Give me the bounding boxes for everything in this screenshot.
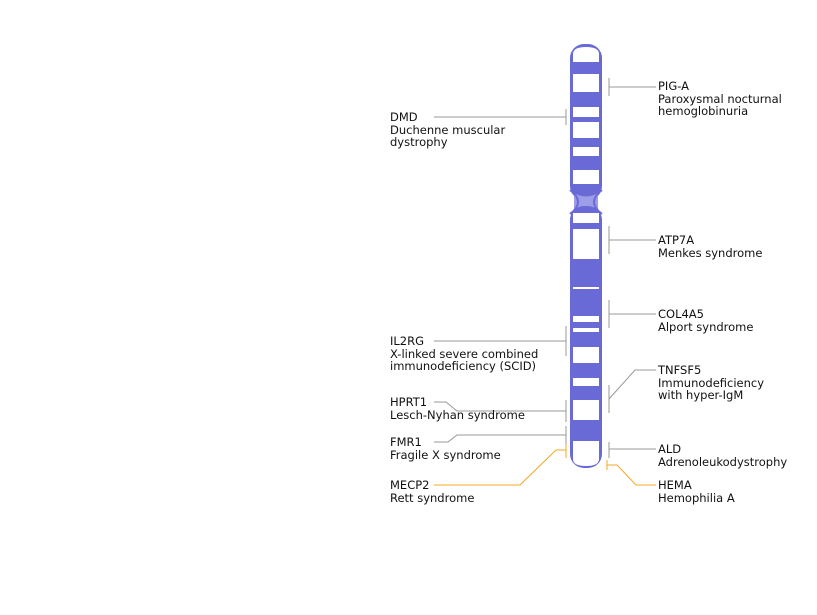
- disease-name: X-linked severe combined: [390, 346, 539, 361]
- gene-label-ald: ALD Adrenoleukodystrophy: [658, 443, 787, 468]
- leader-atp7a: [608, 226, 656, 254]
- p-arm-top-cap: [573, 47, 599, 54]
- gene-label-tnfsf5: TNFSF5 Immunodeficiency with hyper-IgM: [658, 364, 764, 402]
- q-band-white-6: [573, 347, 599, 363]
- gene-name: MECP2: [390, 478, 430, 492]
- disease-name-cont: with hyper-IgM: [658, 388, 744, 402]
- gene-name: ATP7A: [658, 233, 695, 247]
- leader-hprt1: [434, 400, 567, 422]
- gene-name: ALD: [658, 442, 682, 456]
- gene-name: HPRT1: [390, 395, 428, 409]
- gene-label-hprt1: HPRT1 Lesch-Nyhan syndrome: [390, 396, 525, 421]
- leader-tnfsf5: [608, 369, 656, 413]
- leader-fmr1: [434, 426, 567, 444]
- gene-name: HEMA: [658, 478, 692, 492]
- p-band-white-3: [573, 107, 599, 117]
- q-band-white-2: [573, 229, 599, 259]
- disease-name: Hemophilia A: [658, 490, 735, 505]
- gene-name: TNFSF5: [658, 363, 702, 377]
- leader-lines: [434, 78, 656, 458]
- q-band-white-5: [573, 328, 599, 332]
- q-band-white-4: [573, 316, 599, 322]
- p-band-white-5: [573, 147, 599, 156]
- q-band-white-9: [573, 441, 599, 459]
- leader-lines-highlight: [434, 444, 656, 486]
- q-band-white-1: [573, 213, 599, 223]
- gene-label-il2rg: IL2RG X-linked severe combined immunodef…: [390, 335, 538, 373]
- leader-pig-a: [608, 78, 656, 96]
- leader-ald: [608, 442, 656, 458]
- gene-label-dmd: DMD Duchenne muscular dystrophy: [390, 111, 505, 149]
- centromere-shape: [574, 193, 598, 210]
- gene-label-hema: HEMA Hemophilia A: [658, 479, 735, 504]
- disease-name: Paroxysmal nocturnal: [658, 91, 782, 106]
- leader-col4a5: [608, 300, 656, 328]
- gene-label-fmr1: FMR1 Fragile X syndrome: [390, 436, 501, 461]
- disease-name: Adrenoleukodystrophy: [658, 454, 788, 469]
- gene-label-atp7a: ATP7A Menkes syndrome: [658, 234, 762, 259]
- leader-hema: [606, 460, 656, 486]
- disease-name-cont: dystrophy: [390, 135, 448, 149]
- p-band-white-2: [573, 74, 599, 92]
- gene-label-pig-a: PIG-A Paroxysmal nocturnal hemoglobinuri…: [658, 80, 782, 118]
- disease-name: Immunodeficiency: [658, 375, 765, 390]
- q-band-white-7: [573, 378, 599, 386]
- p-band-white-4: [573, 122, 599, 138]
- centromere-outline-right: [593, 189, 603, 215]
- disease-name-cont: immunodeficiency (SCID): [390, 359, 537, 373]
- gene-name: PIG-A: [658, 79, 690, 93]
- disease-name-cont: hemoglobinuria: [658, 104, 749, 118]
- gene-name: IL2RG: [390, 334, 425, 348]
- disease-name: Duchenne muscular: [390, 122, 506, 137]
- disease-name: Menkes syndrome: [658, 245, 763, 260]
- p-band-white-1: [573, 54, 599, 62]
- gene-label-col4a5: COL4A5 Alport syndrome: [658, 308, 753, 333]
- disease-name: Lesch-Nyhan syndrome: [390, 407, 525, 422]
- p-arm: [570, 44, 602, 200]
- p-band-white-6: [573, 170, 599, 184]
- disease-name: Rett syndrome: [390, 490, 475, 505]
- leader-dmd: [434, 109, 567, 125]
- centromere-outline-left: [569, 189, 579, 215]
- leader-mecp2: [434, 444, 567, 486]
- gene-name: FMR1: [390, 435, 422, 449]
- disease-name: Fragile X syndrome: [390, 447, 501, 462]
- q-band-white-8: [573, 400, 599, 420]
- centromere: [569, 189, 603, 215]
- q-arm: [570, 206, 602, 468]
- leader-il2rg: [434, 326, 567, 356]
- gene-name: COL4A5: [658, 307, 704, 321]
- q-band-white-3: [573, 287, 599, 289]
- gene-label-mecp2: MECP2 Rett syndrome: [390, 479, 474, 504]
- disease-name: Alport syndrome: [658, 319, 754, 334]
- q-arm-bottom-cap: [573, 459, 599, 466]
- gene-name: DMD: [390, 110, 418, 124]
